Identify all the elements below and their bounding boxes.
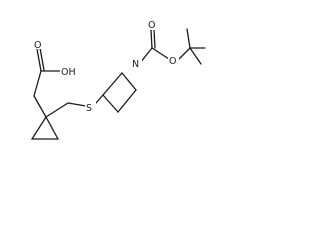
azetidine-bond-3 [121,72,137,91]
cyclopropane-bond-3 [45,116,59,140]
azetidine-bond-1 [102,94,119,113]
cyclopropane-bond-1 [31,116,47,140]
ester-oxygen-label: O [169,56,176,67]
sulfur-to-azetidine-bond [95,94,104,104]
quaternary-to-ch2-bond [33,95,47,118]
molecule-drawing: OH O S N O O [31,17,206,140]
tbutyl-methyl-3-bond [189,47,202,65]
boc-carbonyl-double-bond-b [153,29,156,49]
boc-carbonyl-oxygen-label: O [148,20,155,31]
carboxyl-double-bond-a [36,48,42,72]
ch2-to-carboxyl-bond [33,70,42,97]
ch2-to-sulfur-bond [67,102,87,107]
hydroxyl-label: OH [61,67,76,78]
structure-canvas: OH O S N O O [0,0,229,164]
carbonyl-to-ester-o-bond [151,47,170,60]
ester-o-to-tbutyl-bond [178,47,191,60]
quaternary-to-ch2s-bond [45,102,69,118]
carboxyl-double-bond-b [39,47,45,71]
azetidine-bond-2 [117,89,137,113]
azetidine-bond-4 [102,72,123,96]
sulfur-label: S [86,103,92,114]
nitrogen-label: N [132,59,139,70]
tbutyl-methyl-2-bond [186,28,191,49]
boc-carbonyl-double-bond-a [150,29,153,49]
acid-carbonyl-oxygen-label: O [34,40,41,51]
